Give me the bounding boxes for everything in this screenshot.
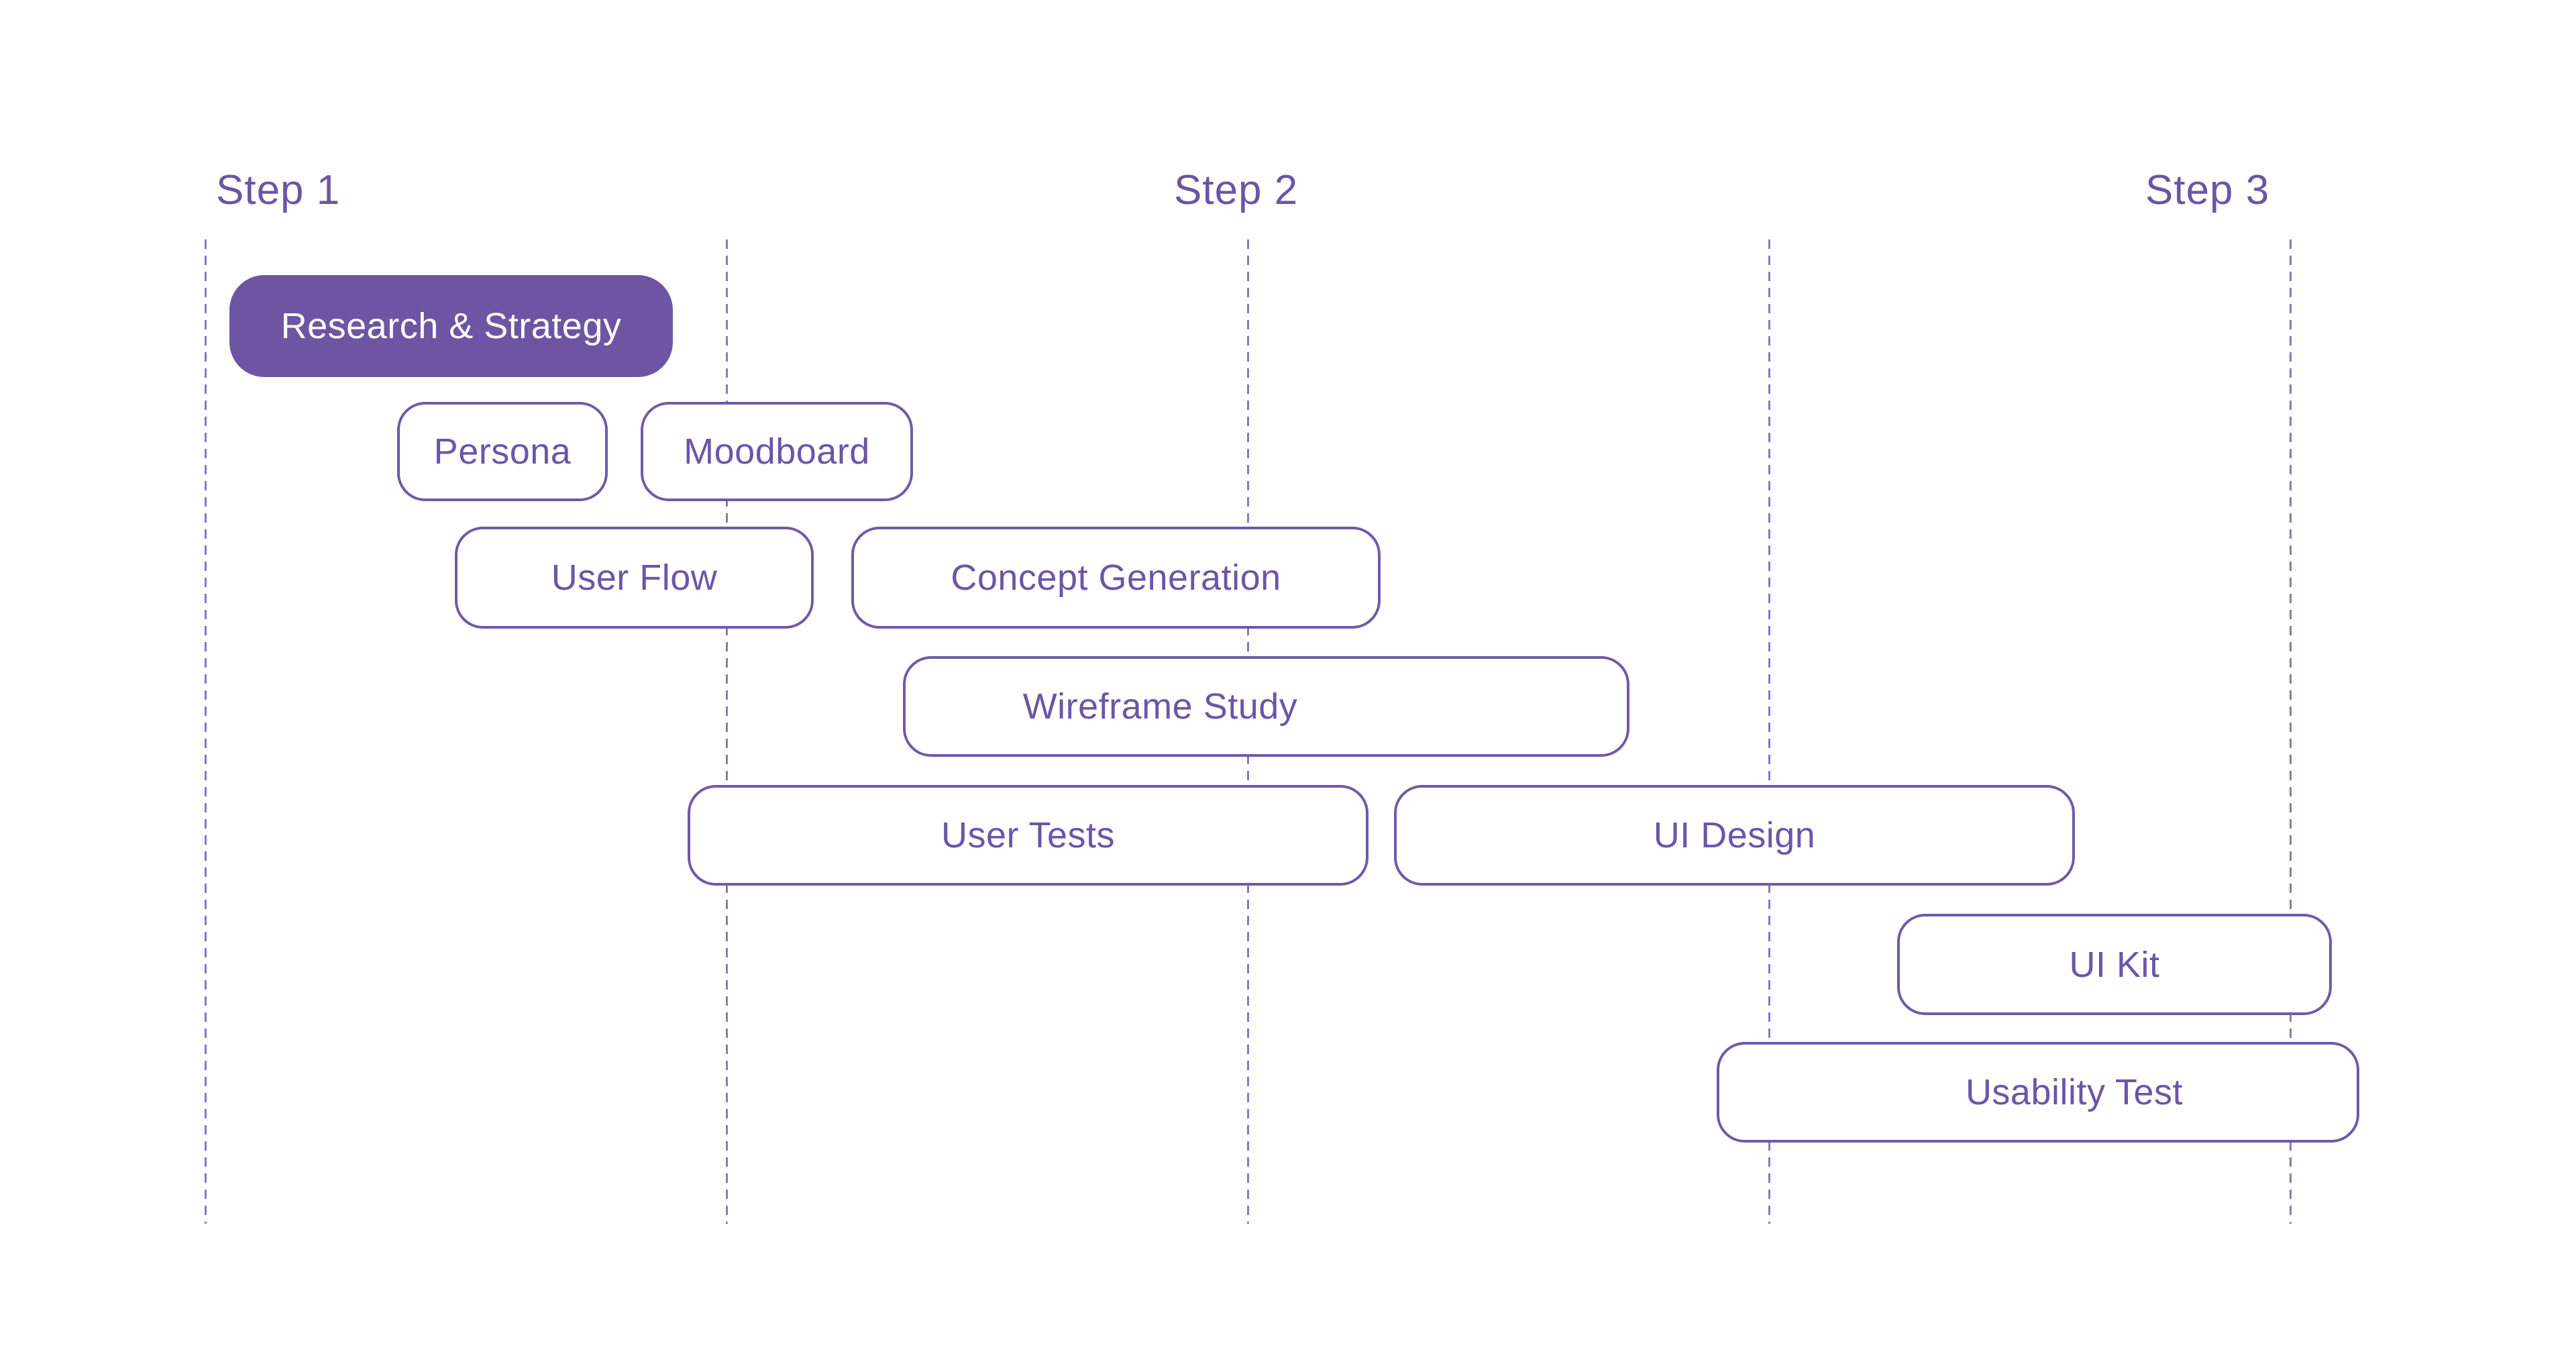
task-box-ui-design: UI Design [1394,785,2075,886]
step-heading-3: Step 3 [2145,167,2270,213]
task-box-research-strategy: Research & Strategy [229,275,673,377]
timeline-gridline-1 [204,240,207,1224]
task-box-moodboard: Moodboard [641,402,913,501]
task-box-ui-kit: UI Kit [1897,914,2332,1015]
task-box-persona: Persona [397,402,608,501]
task-box-user-flow: User Flow [455,527,814,629]
step-heading-2: Step 2 [1174,167,1299,213]
task-label-user-flow: User Flow [551,558,718,598]
task-label-ui-kit: UI Kit [2069,944,2160,985]
timeline-gridline-4 [1768,240,1770,1224]
task-label-ui-design: UI Design [1653,815,1816,855]
task-label-persona: Persona [433,431,572,472]
task-box-user-tests: User Tests [688,785,1368,886]
task-label-wireframe-study: Wireframe Study [1022,686,1298,727]
task-label-user-tests: User Tests [941,815,1116,855]
task-box-concept-generation: Concept Generation [851,527,1381,629]
task-label-concept-generation: Concept Generation [951,558,1281,598]
task-box-usability-test: Usability Test [1717,1042,2359,1143]
step-heading-1: Step 1 [216,167,341,213]
task-label-usability-test: Usability Test [1965,1072,2184,1112]
timeline-gridline-5 [2289,240,2292,1224]
task-label-moodboard: Moodboard [684,431,870,472]
task-box-wireframe-study: Wireframe Study [903,656,1629,757]
task-label-research-strategy: Research & Strategy [280,306,622,346]
timeline-gridline-2 [725,240,728,1224]
